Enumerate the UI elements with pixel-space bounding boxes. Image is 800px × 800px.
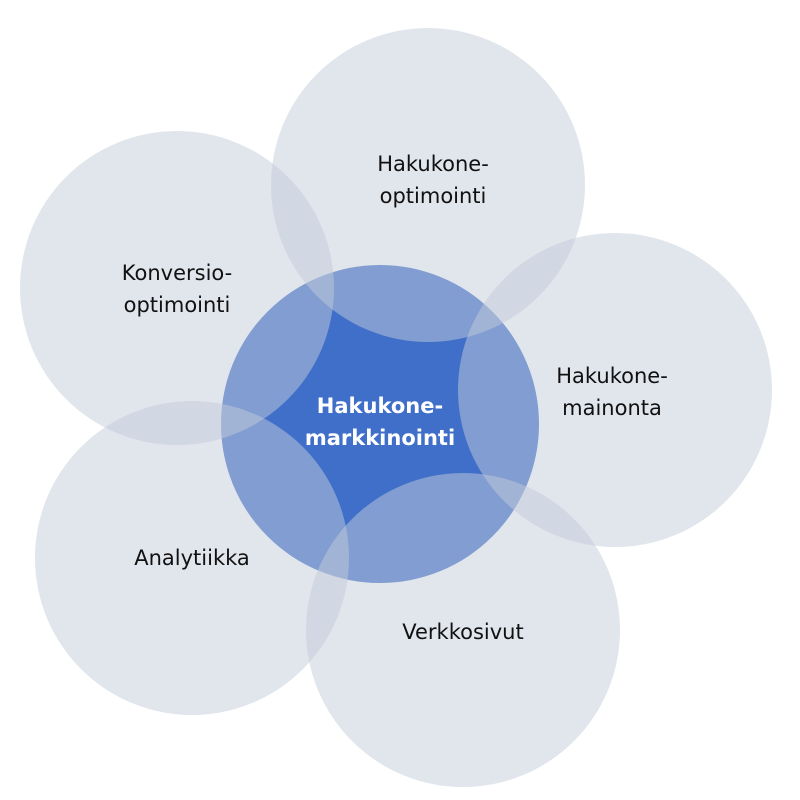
petal-label-line: Hakukone-	[377, 152, 489, 176]
center-label-line: markkinointi	[304, 426, 456, 450]
petal-label-line: Analytiikka	[134, 546, 250, 570]
petal-label-verkkosivut: Verkkosivut	[402, 616, 523, 648]
petal-label-line: optimointi	[379, 184, 487, 208]
petal-circle-analytiikka	[35, 401, 349, 715]
center-label-line: Hakukone-	[316, 394, 444, 418]
petal-circle-verkkosivut	[306, 473, 620, 787]
petal-label-line: optimointi	[123, 293, 231, 317]
petal-label-line: mainonta	[562, 396, 662, 420]
petal-label-line: Hakukone-	[556, 364, 668, 388]
petal-label-hakukoneoptimointi: Hakukone- optimointi	[377, 148, 489, 212]
petal-circle-hakukonemainonta	[458, 233, 772, 547]
petal-label-line: Konversio-	[121, 261, 233, 285]
petal-label-konversio: Konversio- optimointi	[122, 257, 232, 321]
petal-circle-hakukoneoptimointi	[271, 28, 585, 342]
petal-label-line: Verkkosivut	[402, 620, 524, 644]
center-label: Hakukone- markkinointi	[305, 390, 455, 454]
petal-circle-konversio	[20, 131, 334, 445]
petal-label-analytiikka: Analytiikka	[134, 542, 250, 574]
petal-label-hakukonemainonta: Hakukone- mainonta	[556, 360, 668, 424]
